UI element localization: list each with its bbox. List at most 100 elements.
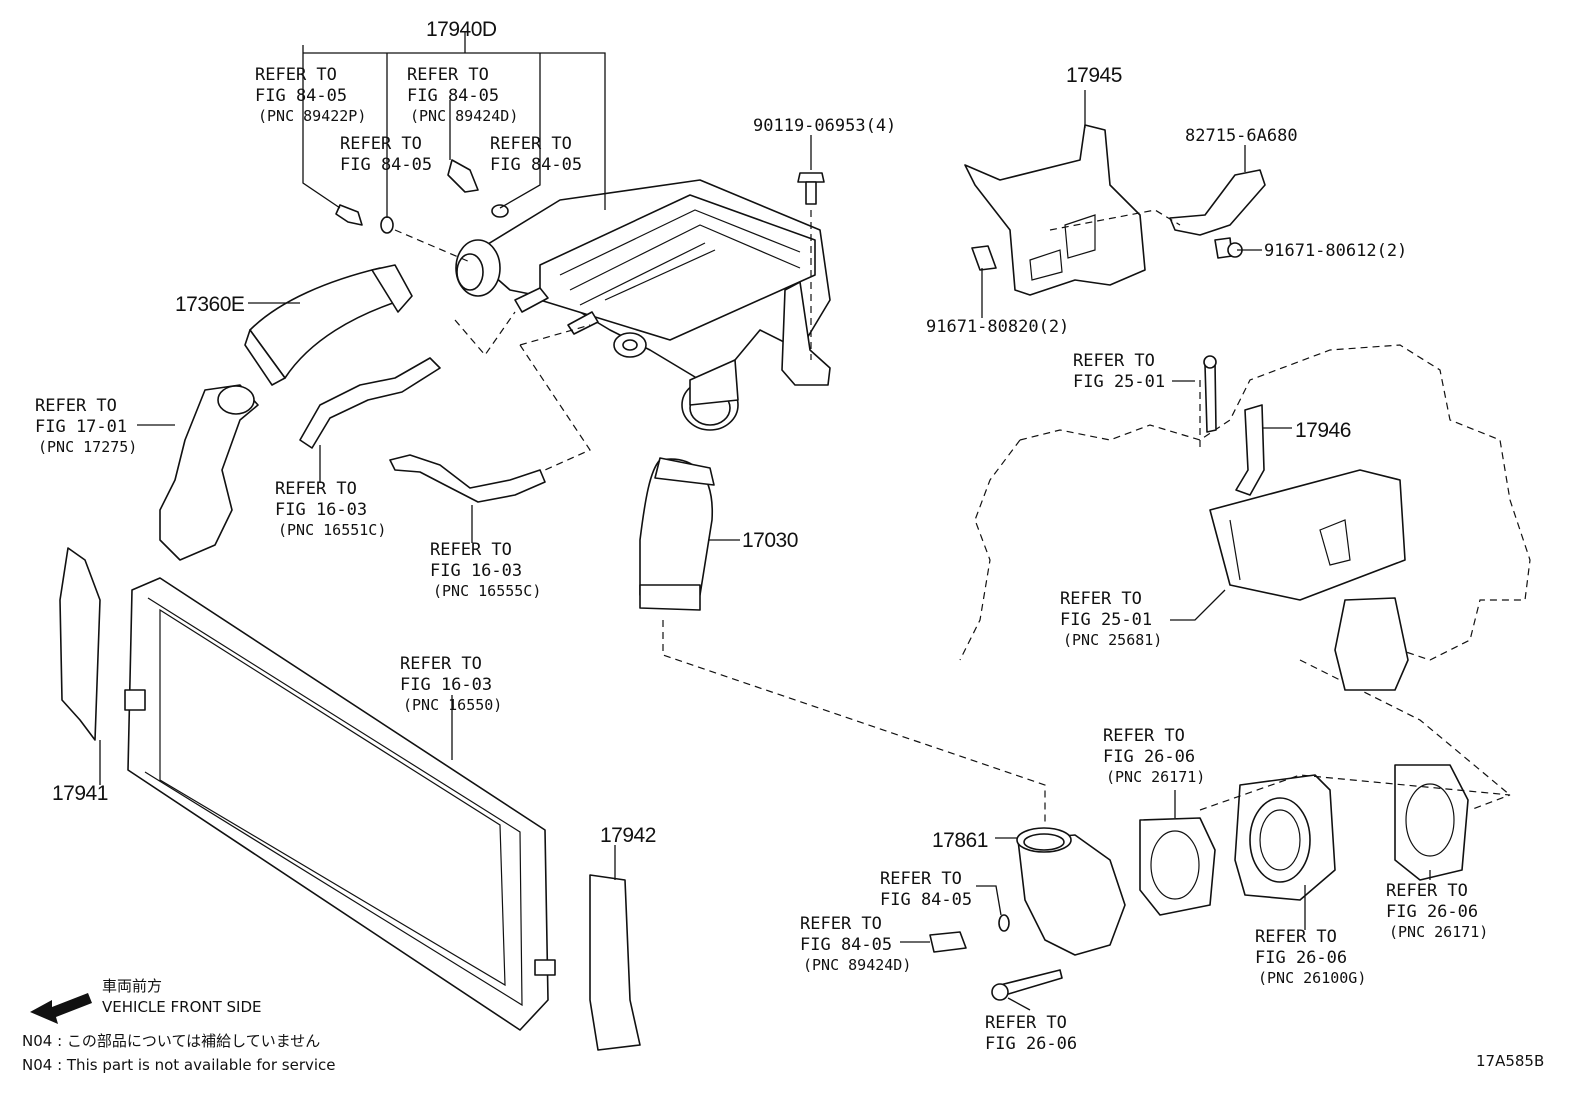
svg-text:FIG 17-01: FIG 17-01	[35, 417, 127, 437]
svg-text:REFER TO: REFER TO	[1386, 881, 1468, 901]
ref-fig-84-05-c: REFER TO FIG 84-05	[880, 869, 972, 910]
svg-text:(PNC 89422P): (PNC 89422P)	[258, 107, 366, 125]
svg-text:(PNC 16555C): (PNC 16555C)	[433, 582, 541, 600]
ref-26171-b: REFER TO FIG 26-06 (PNC 26171)	[1386, 881, 1488, 941]
legend-front-jp: 車両前方	[102, 977, 162, 995]
bolt-91671-80820	[971, 245, 997, 271]
intercooler-assembly	[455, 179, 831, 431]
label-17940d: 17940D	[426, 18, 497, 41]
note-en: N04 : This part is not available for ser…	[22, 1056, 336, 1074]
svg-text:(PNC 17275): (PNC 17275)	[38, 438, 137, 456]
svg-text:REFER TO: REFER TO	[1255, 927, 1337, 947]
engine-block	[959, 344, 1531, 796]
svg-text:REFER TO: REFER TO	[1060, 589, 1142, 609]
svg-text:FIG 84-05: FIG 84-05	[880, 890, 972, 910]
throttle-body	[1234, 774, 1336, 901]
egr-unit	[1209, 469, 1406, 601]
radiator	[124, 577, 556, 1031]
svg-text:FIG 26-06: FIG 26-06	[1386, 902, 1478, 922]
front-arrow-icon	[30, 993, 92, 1024]
svg-text:FIG 84-05: FIG 84-05	[490, 155, 582, 175]
svg-text:FIG 84-05: FIG 84-05	[407, 86, 499, 106]
bracket-17941	[59, 547, 101, 741]
svg-text:REFER TO: REFER TO	[407, 65, 489, 85]
label-17030: 17030	[742, 529, 798, 552]
svg-text:(PNC 16551C): (PNC 16551C)	[278, 521, 386, 539]
svg-text:FIG 84-05: FIG 84-05	[800, 935, 892, 955]
bracket-17945	[964, 124, 1146, 296]
svg-text:FIG 84-05: FIG 84-05	[255, 86, 347, 106]
ref-16555c: REFER TO FIG 16-03 (PNC 16555C)	[430, 540, 541, 600]
ref-fig-25-01: REFER TO FIG 25-01	[1073, 351, 1165, 392]
svg-text:REFER TO: REFER TO	[985, 1013, 1067, 1033]
hose-16551c	[299, 357, 441, 449]
ref-89424d: REFER TO FIG 84-05 (PNC 89424D)	[407, 65, 518, 125]
ref-26171-a: REFER TO FIG 26-06 (PNC 26171)	[1103, 726, 1205, 786]
pipe-17946	[1203, 355, 1265, 496]
ref-89424d-lower: REFER TO FIG 84-05 (PNC 89424D)	[800, 914, 911, 974]
label-82715: 82715-6A680	[1185, 126, 1298, 146]
ref-26100g: REFER TO FIG 26-06 (PNC 26100G)	[1255, 927, 1366, 987]
svg-text:FIG 25-01: FIG 25-01	[1073, 372, 1165, 392]
svg-text:FIG 25-01: FIG 25-01	[1060, 610, 1152, 630]
label-17360e: 17360E	[175, 293, 245, 316]
label-90119: 90119-06953(4)	[753, 116, 896, 136]
ref-89422p: REFER TO FIG 84-05 (PNC 89422P)	[255, 65, 366, 125]
duct-17275	[159, 384, 259, 561]
gasket-26171-a	[1139, 817, 1216, 916]
legend-front-en: VEHICLE FRONT SIDE	[102, 998, 262, 1016]
bolt-90119	[797, 172, 825, 360]
label-17941: 17941	[52, 782, 108, 805]
ref-16551c: REFER TO FIG 16-03 (PNC 16551C)	[275, 479, 386, 539]
elbow-17861	[1016, 827, 1126, 956]
label-17861: 17861	[932, 829, 988, 852]
leader-lines	[99, 32, 1431, 1011]
bracket-82715	[1169, 169, 1266, 236]
svg-text:(PNC 89424D): (PNC 89424D)	[803, 956, 911, 974]
svg-text:FIG 26-06: FIG 26-06	[1103, 747, 1195, 767]
svg-text:(PNC 16550): (PNC 16550)	[403, 696, 502, 714]
bolt-long	[991, 969, 1063, 1001]
gasket-26171-b	[1394, 764, 1469, 881]
svg-text:REFER TO: REFER TO	[880, 869, 962, 889]
svg-text:FIG 84-05: FIG 84-05	[340, 155, 432, 175]
svg-text:(PNC 25681): (PNC 25681)	[1063, 631, 1162, 649]
svg-text:FIG 26-06: FIG 26-06	[985, 1034, 1077, 1054]
ref-fig-84-05-b: REFER TO FIG 84-05	[490, 134, 582, 175]
label-91671-80820: 91671-80820(2)	[926, 317, 1069, 337]
svg-text:(PNC 26171): (PNC 26171)	[1106, 768, 1205, 786]
ref-fig-26-06: REFER TO FIG 26-06	[985, 1013, 1077, 1054]
svg-text:(PNC 89424D): (PNC 89424D)	[410, 107, 518, 125]
svg-text:FIG 16-03: FIG 16-03	[400, 675, 492, 695]
hose-17030	[639, 457, 715, 611]
svg-text:REFER TO: REFER TO	[400, 654, 482, 674]
svg-text:REFER TO: REFER TO	[800, 914, 882, 934]
svg-text:FIG 16-03: FIG 16-03	[430, 561, 522, 581]
sensor-89424d	[447, 159, 509, 218]
note-jp: N04 : この部品については補給していません	[22, 1032, 320, 1050]
sensor-89424d-lower	[929, 914, 1010, 953]
svg-text:REFER TO: REFER TO	[35, 396, 117, 416]
ref-16550: REFER TO FIG 16-03 (PNC 16550)	[400, 654, 502, 714]
svg-text:(PNC 26171): (PNC 26171)	[1389, 923, 1488, 941]
hose-17360e	[244, 264, 413, 386]
ref-17275: REFER TO FIG 17-01 (PNC 17275)	[35, 396, 137, 456]
gasket-engine	[1334, 597, 1409, 691]
label-17946: 17946	[1295, 419, 1351, 442]
svg-text:REFER TO: REFER TO	[490, 134, 572, 154]
label-17942: 17942	[600, 824, 656, 847]
svg-text:REFER TO: REFER TO	[430, 540, 512, 560]
svg-text:REFER TO: REFER TO	[255, 65, 337, 85]
svg-text:FIG 26-06: FIG 26-06	[1255, 948, 1347, 968]
label-91671-80612: 91671-80612(2)	[1264, 241, 1407, 261]
hose-16555c	[389, 454, 546, 503]
bracket-17942	[589, 874, 641, 1051]
svg-text:REFER TO: REFER TO	[340, 134, 422, 154]
svg-text:(PNC 26100G): (PNC 26100G)	[1258, 969, 1366, 987]
svg-text:REFER TO: REFER TO	[1073, 351, 1155, 371]
label-17945: 17945	[1066, 64, 1122, 87]
bolt-91671-80612	[1214, 237, 1243, 259]
svg-text:REFER TO: REFER TO	[275, 479, 357, 499]
svg-text:FIG 16-03: FIG 16-03	[275, 500, 367, 520]
